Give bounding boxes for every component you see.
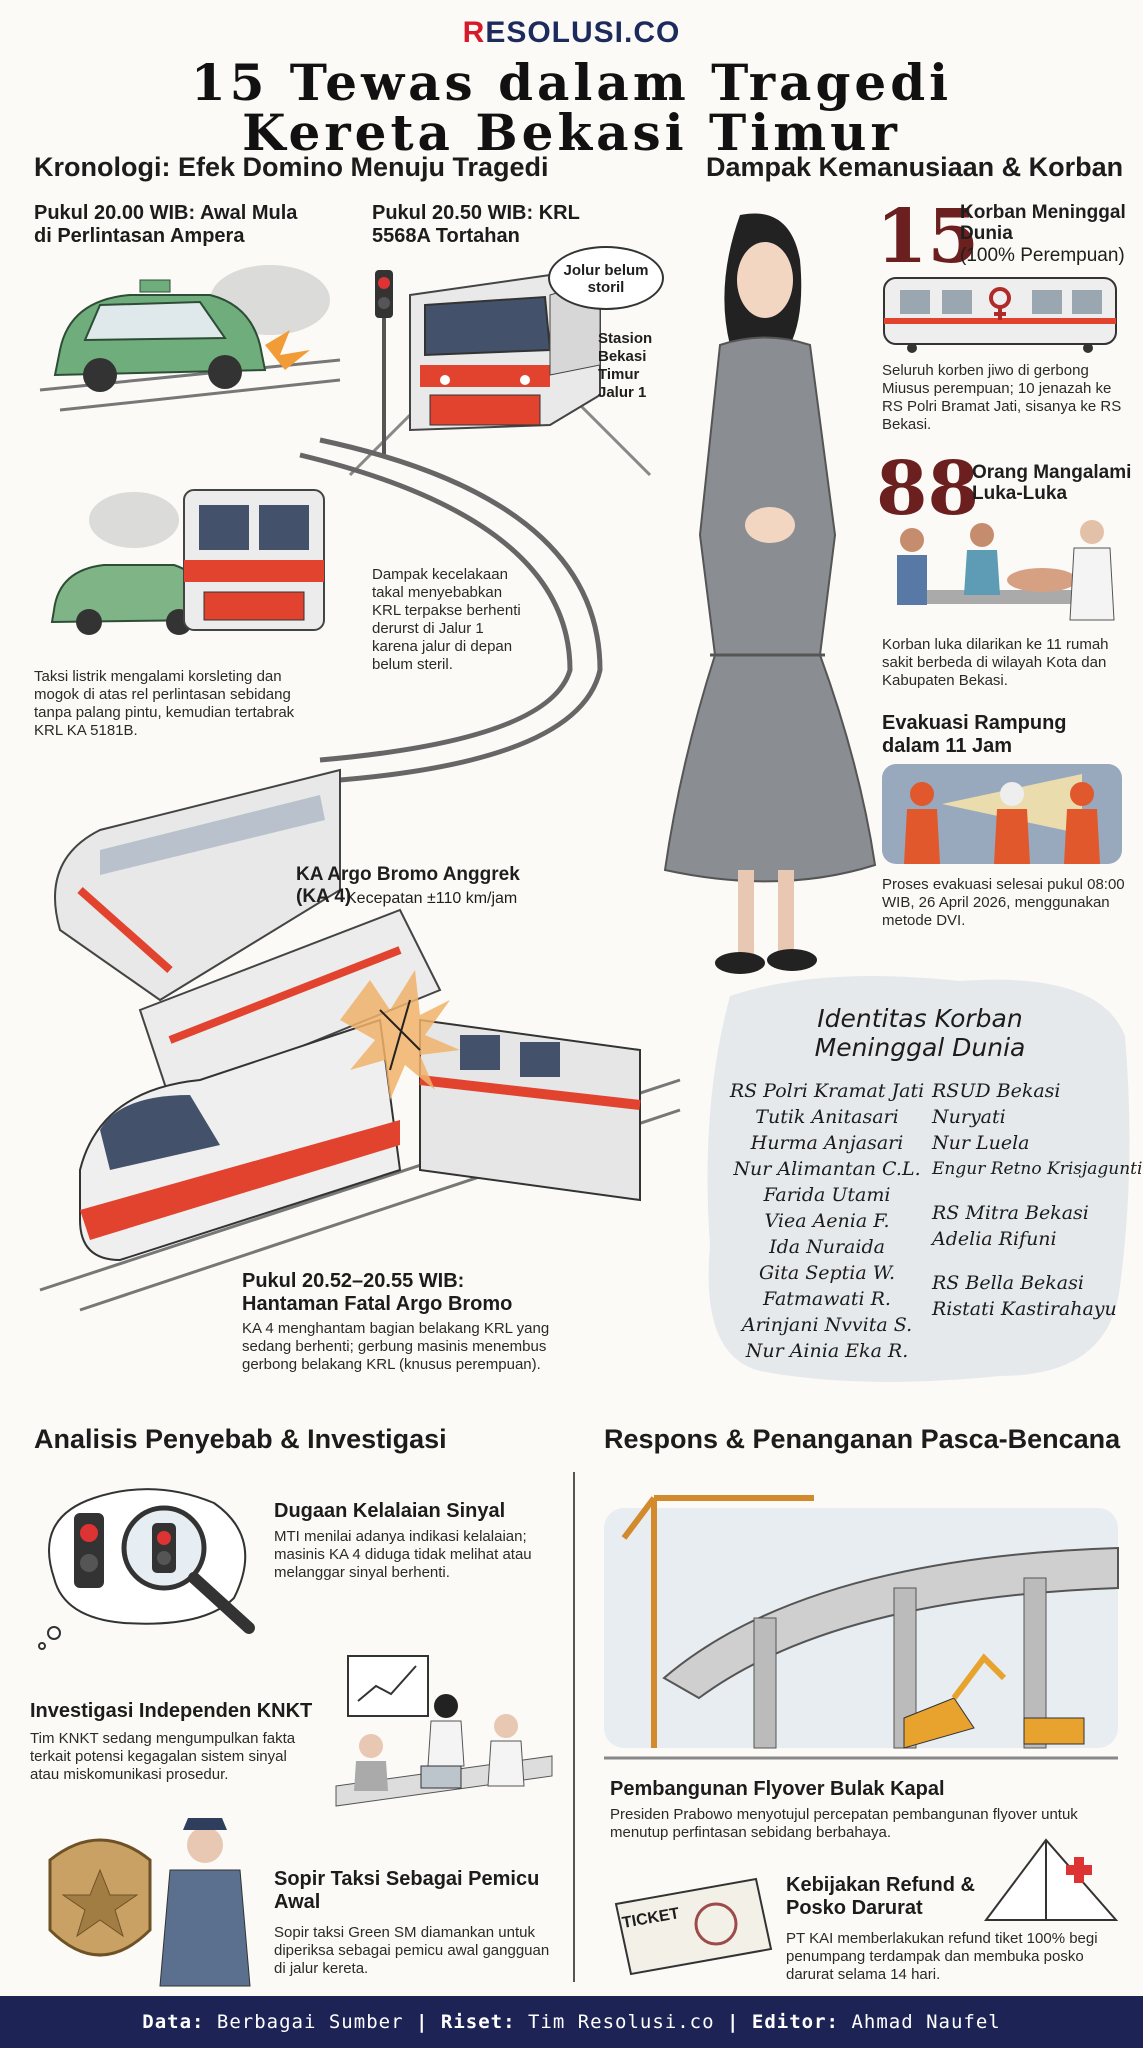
taxi-illustration <box>39 265 341 412</box>
footer-data-value: Berbagai Sumber <box>216 2011 404 2033</box>
victim-name: Farida Utami <box>763 1184 891 1206</box>
victim-name: Engur Retno Krisjagunti <box>932 1159 1143 1179</box>
step2-desc: Dampak kecelakaan takal menyebabkan KRL … <box>372 566 521 673</box>
brand-letter: R <box>462 16 486 49</box>
analisis-heading: Analisis Penyebab & Investigasi <box>34 1424 447 1454</box>
victim-name: Arinjani Nvvita S. <box>741 1314 913 1336</box>
respons-item1-title: Pembangunan Flyover Bulak Kapal <box>610 1778 945 1800</box>
argo-title: KA Argo Bromo Anggrek (KA 4) <box>296 864 520 907</box>
taxi-crash-illustration <box>50 489 325 635</box>
analisis-item2-desc: Tim KNKT sedang mengumpulkan fakta terka… <box>30 1730 296 1783</box>
injured-label: Orang Mangalami Luka-Luka <box>972 462 1132 504</box>
section-divider <box>573 1472 575 1982</box>
respons-item2-title: Kebijakan Refund & Posko Darurat <box>786 1874 975 1919</box>
grieving-woman-illustration <box>663 213 877 974</box>
railway-track <box>299 437 603 783</box>
identitas-left-column: RS Polri Kramat Jati Tutik Anitasari Hur… <box>722 1078 932 1364</box>
victim-name: Gita Septia W. <box>758 1262 895 1284</box>
flyover-construction-illustration <box>604 1495 1119 1760</box>
injured-count: 88 <box>876 446 979 532</box>
victim-name: Nur Alimantan C.L. <box>733 1158 921 1180</box>
injured-desc: Korban luka dilarikan ke 11 rumah sakit … <box>882 636 1109 689</box>
victim-name: Nuryati <box>932 1106 1006 1128</box>
station-label: Stasion Bekasi Timur Jalur 1 <box>598 330 653 401</box>
women-carriage-icon <box>883 277 1117 353</box>
step3-title: Pukul 20.52–20.55 WIB: Hantaman Fatal Ar… <box>242 1270 513 1315</box>
police-badge-illustration <box>48 1818 251 1987</box>
ticket-illustration <box>614 1877 773 1976</box>
speech-bubble <box>548 246 664 310</box>
footer-data-label: Data: <box>142 2011 205 2033</box>
kronologi-heading: Kronologi: Efek Domino Menuju Tragedi <box>34 152 549 182</box>
argo-speed: Kecepatan ±110 km/jam <box>346 890 518 907</box>
dead-count: 15 <box>876 194 979 280</box>
hospital-name: RSUD Bekasi <box>932 1080 1061 1102</box>
dead-label: Korban Meninggal Dunia <box>960 202 1126 244</box>
respons-item2-desc: PT KAI memberlakukan refund tiket 100% b… <box>786 1930 1098 1983</box>
identitas-right-column: RSUD Bekasi Nuryati Nur Luela Engur Retn… <box>932 1078 1143 1322</box>
analisis-item3-title: Sopir Taksi Sebagai Pemicu Awal <box>274 1868 540 1913</box>
evac-title: Evakuasi Rampung dalam 11 Jam <box>882 712 1067 757</box>
footer-separator: | <box>727 2011 740 2033</box>
page-title: 15 Tewas dalam Tragedi Kereta Bekasi Tim… <box>0 58 1143 158</box>
step3-desc: KA 4 menghantam bagian belakang KRL yang… <box>242 1320 550 1373</box>
hospital-name: RS Polri Kramat Jati <box>729 1080 925 1102</box>
victim-name: Ida Nuraida <box>769 1236 885 1258</box>
step1-desc: Taksi listrik mengalami korsleting dan m… <box>34 668 295 739</box>
krl-front-illustration <box>348 263 652 477</box>
speech-bubble-text: Jolur belum storil <box>563 262 649 296</box>
dead-desc: Seluruh korben jiwo di gerbong Miusus pe… <box>882 362 1122 433</box>
dampak-heading: Dampak Kemanusiaan & Korban <box>706 152 1124 182</box>
victim-name: Adelia Rifuni <box>932 1228 1057 1250</box>
analisis-item1-desc: MTI menilai adanya indikasi kelalaian; m… <box>274 1528 532 1581</box>
brand-logo: RESOLUSI.CO <box>0 16 1143 50</box>
medical-staff-illustration <box>897 520 1115 621</box>
signal-magnifier-icon <box>38 1488 255 1650</box>
respons-heading: Respons & Penanganan Pasca-Bencana <box>604 1424 1121 1454</box>
evac-desc: Proses evakuasi selesai pukul 08:00 WIB,… <box>882 876 1125 929</box>
footer-editor-value: Ahmad Naufel <box>851 2011 1001 2033</box>
investigation-team-illustration <box>335 1655 553 1807</box>
hospital-name: RS Bella Bekasi <box>932 1272 1084 1294</box>
victim-name: Viea Aenia F. <box>764 1210 890 1232</box>
victim-name: Nur Luela <box>932 1132 1030 1154</box>
footer-credits: Data: Berbagai Sumber | Riset: Tim Resol… <box>0 1996 1143 2048</box>
footer-riset-value: Tim Resolusi.co <box>527 2011 715 2033</box>
title-line-2: Kereta Bekasi Timur <box>242 103 901 162</box>
step1-title: Pukul 20.00 WIB: Awal Mula di Perlintasa… <box>34 202 298 247</box>
victim-name: Nur Ainia Eka R. <box>745 1340 909 1362</box>
footer-editor-label: Editor: <box>751 2011 839 2033</box>
hospital-name: RS Mitra Bekasi <box>932 1202 1089 1224</box>
dead-sub: (100% Perempuan) <box>960 245 1125 266</box>
analisis-item2-title: Investigasi Independen KNKT <box>30 1700 313 1722</box>
identitas-title-line-2: Meninggal Dunia <box>814 1033 1026 1062</box>
victim-name: Tutik Anitasari <box>755 1106 899 1128</box>
victim-name: Ristati Kastirahayu <box>932 1298 1117 1320</box>
brand-name: ESOLUSI.CO <box>485 16 681 49</box>
identitas-watercolor-bg <box>707 976 1130 1382</box>
train-collision-illustration <box>39 768 681 1312</box>
victim-name: Fatmawati R. <box>763 1288 891 1310</box>
respons-item1-desc: Presiden Prabowo menyotujul percepatan p… <box>610 1806 1078 1841</box>
evacuation-team-illustration <box>882 764 1122 864</box>
victim-name: Hurma Anjasari <box>750 1132 904 1154</box>
analisis-item3-desc: Sopir taksi Green SM diamankan untuk dip… <box>274 1924 550 1977</box>
footer-riset-label: Riset: <box>440 2011 516 2033</box>
identitas-title: Identitas Korban Meninggal Dunia <box>770 1004 1070 1062</box>
step2-title: Pukul 20.50 WIB: KRL 5568A Tortahan <box>372 202 580 247</box>
footer-separator: | <box>415 2011 429 2033</box>
emergency-tent-icon <box>984 1838 1119 1921</box>
analisis-item1-title: Dugaan Kelalaian Sinyal <box>274 1500 506 1522</box>
identitas-title-line-1: Identitas Korban <box>817 1004 1023 1033</box>
title-line-1: 15 Tewas dalam Tragedi <box>190 53 953 112</box>
